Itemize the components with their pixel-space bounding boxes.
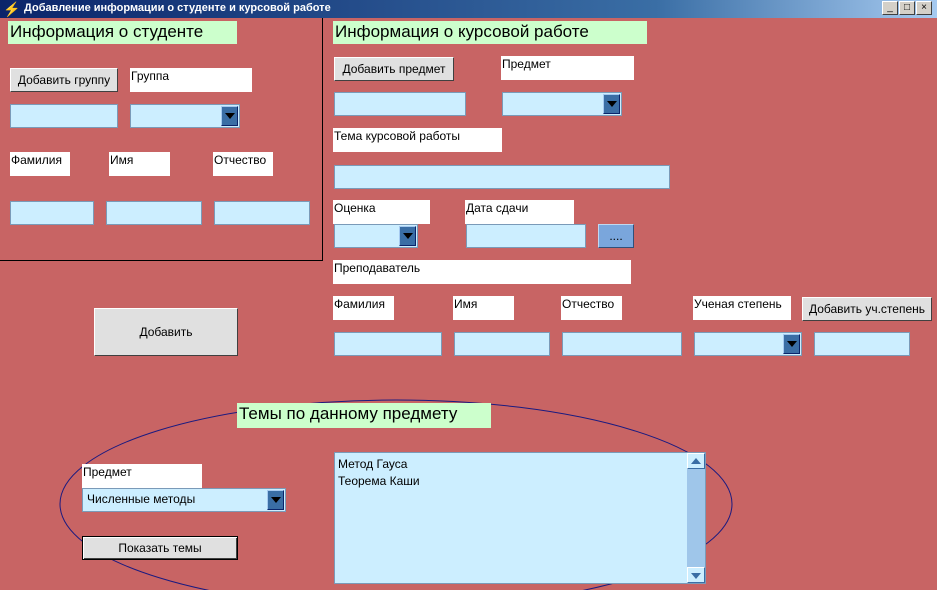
- list-item[interactable]: Метод Гауса: [338, 457, 408, 471]
- subject-combo[interactable]: [502, 92, 622, 116]
- subject-input[interactable]: [334, 92, 466, 116]
- student-panel-right-border: [322, 18, 323, 261]
- teacher-surname-label: Фамилия: [333, 296, 394, 320]
- student-header: Информация о студенте: [8, 21, 237, 44]
- topic-input[interactable]: [334, 165, 670, 189]
- chevron-down-icon[interactable]: [603, 94, 620, 114]
- topics-scrollbar[interactable]: [687, 453, 705, 583]
- list-item[interactable]: Теорема Каши: [338, 474, 420, 488]
- teacher-patronymic-label: Отчество: [561, 296, 622, 320]
- add-button[interactable]: Добавить: [94, 308, 238, 356]
- topics-subject-value: Численные методы: [87, 492, 196, 506]
- patronymic-input[interactable]: [214, 201, 310, 225]
- chevron-down-icon[interactable]: [221, 106, 238, 126]
- topics-subject-label: Предмет: [82, 464, 202, 488]
- scroll-down-icon[interactable]: [687, 567, 705, 583]
- title-bar[interactable]: ⚡ Добавление информации о студенте и кур…: [0, 0, 937, 18]
- surname-label: Фамилия: [10, 152, 70, 176]
- teacher-patronymic-input[interactable]: [562, 332, 682, 356]
- date-picker-button[interactable]: ....: [598, 224, 634, 248]
- teacher-name-input[interactable]: [454, 332, 550, 356]
- chevron-down-icon[interactable]: [399, 226, 416, 246]
- topic-label: Тема курсовой работы: [333, 128, 502, 152]
- grade-combo[interactable]: [334, 224, 418, 248]
- degree-combo[interactable]: [694, 332, 802, 356]
- chevron-down-icon[interactable]: [267, 490, 284, 510]
- group-combo[interactable]: [130, 104, 240, 128]
- student-panel-bottom-border: [0, 260, 323, 261]
- chevron-down-icon[interactable]: [783, 334, 800, 354]
- window-title: Добавление информации о студенте и курсо…: [24, 2, 331, 14]
- teacher-name-label: Имя: [453, 296, 514, 320]
- scroll-up-icon[interactable]: [687, 453, 705, 469]
- name-label: Имя: [109, 152, 170, 176]
- add-group-button[interactable]: Добавить группу: [10, 68, 118, 92]
- group-label: Группа: [130, 68, 252, 92]
- grade-label: Оценка: [333, 200, 430, 224]
- subject-label: Предмет: [501, 56, 634, 80]
- minimize-icon[interactable]: _: [882, 1, 898, 15]
- form-area: Информация о студенте Добавить группу Гр…: [0, 18, 937, 590]
- topics-list[interactable]: Метод Гауса Теорема Каши: [334, 452, 706, 584]
- patronymic-label: Отчество: [213, 152, 273, 176]
- app-icon: ⚡: [3, 1, 21, 17]
- name-input[interactable]: [106, 201, 202, 225]
- date-label: Дата сдачи: [465, 200, 574, 224]
- degree-input[interactable]: [814, 332, 910, 356]
- topics-subject-combo[interactable]: Численные методы: [82, 488, 286, 512]
- teacher-label: Преподаватель: [333, 260, 631, 284]
- coursework-header: Информация о курсовой работе: [333, 21, 647, 44]
- maximize-icon[interactable]: □: [899, 1, 915, 15]
- date-input[interactable]: [466, 224, 586, 248]
- show-topics-button[interactable]: Показать темы: [82, 536, 238, 560]
- degree-label: Ученая степень: [693, 296, 791, 320]
- teacher-surname-input[interactable]: [334, 332, 442, 356]
- add-degree-button[interactable]: Добавить уч.степень: [802, 297, 932, 321]
- topics-ellipse: [59, 399, 733, 590]
- close-icon[interactable]: ×: [916, 1, 932, 15]
- topics-header: Темы по данному предмету: [237, 403, 491, 428]
- group-input[interactable]: [10, 104, 118, 128]
- add-subject-button[interactable]: Добавить предмет: [334, 57, 454, 81]
- surname-input[interactable]: [10, 201, 94, 225]
